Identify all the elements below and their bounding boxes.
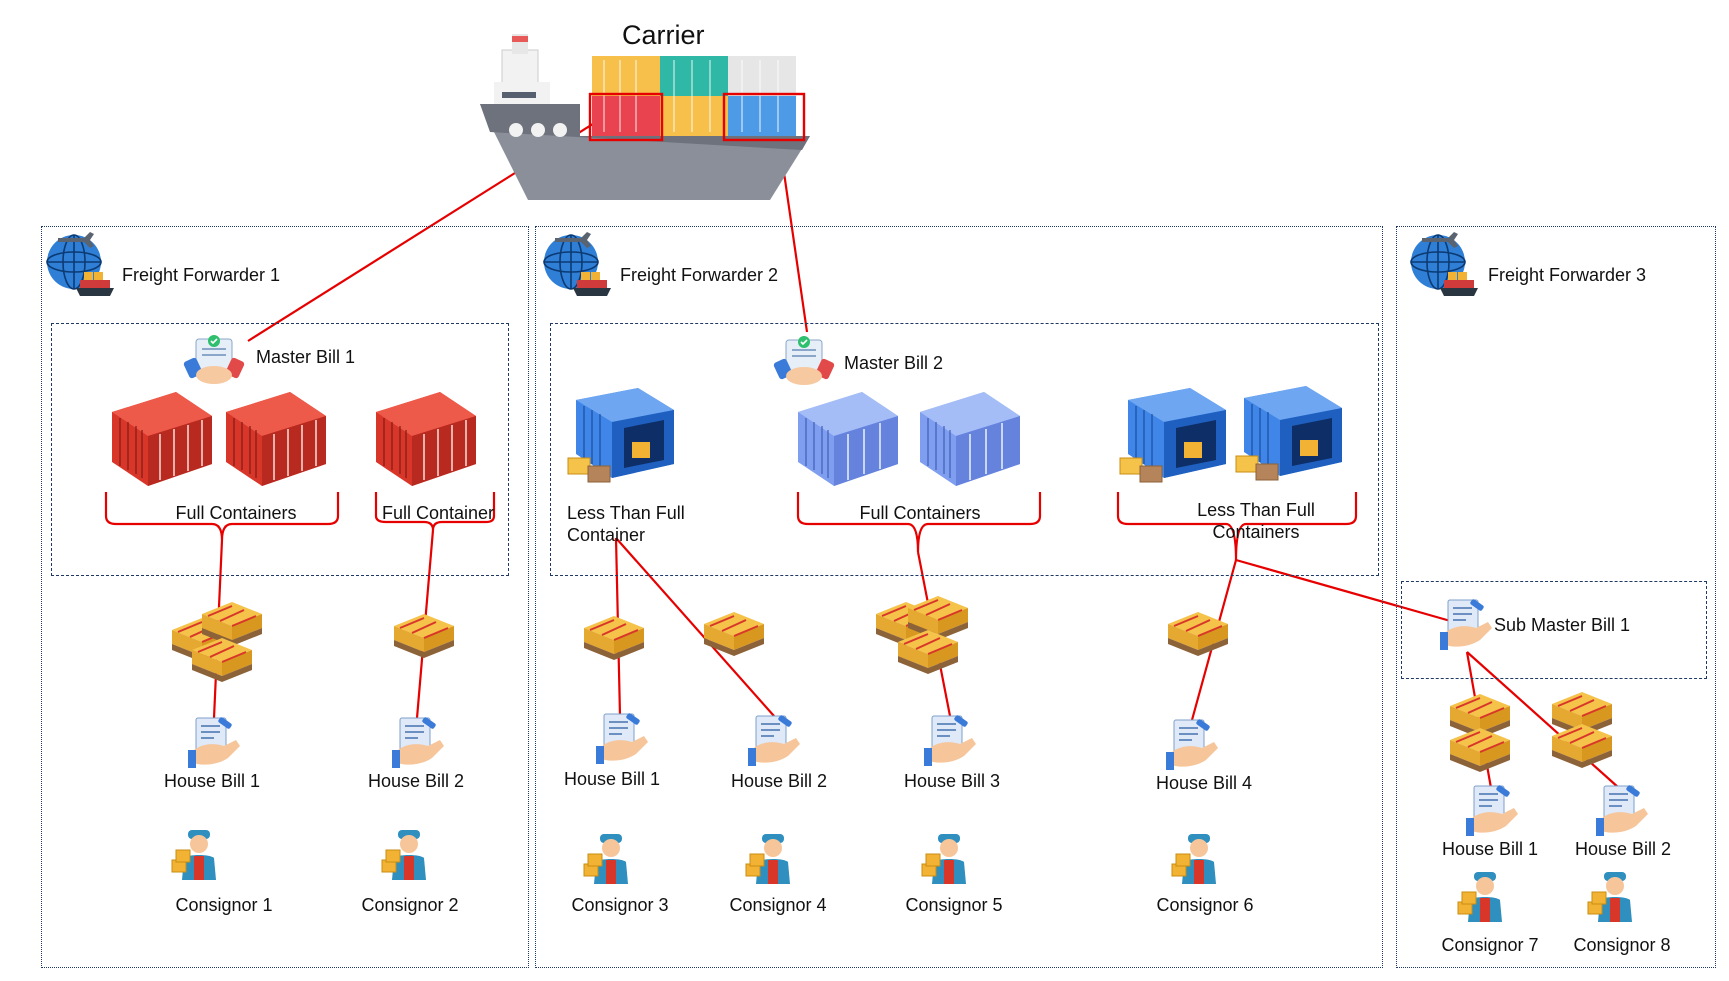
- fw2-lcl-container-icon: [1235, 385, 1343, 481]
- fw1-full-container-label: Full Container: [381, 503, 495, 523]
- fw3-sub-master-bill-group: [1401, 581, 1707, 679]
- freight-forwarder-1-icon: [46, 231, 115, 297]
- fw2-master-bill-group: [550, 323, 1379, 576]
- house-bill-icon: [595, 711, 649, 765]
- fw2-less-than-full-containers-label: Less Than Full Containers: [1197, 500, 1315, 542]
- freight-forwarder-2-icon: [543, 231, 612, 297]
- fw2-lcl-container-icon: [567, 387, 675, 483]
- house-bill-icon: [1595, 783, 1649, 837]
- fw2-pallet-icon: [583, 615, 645, 661]
- fw2-pallet-icon: [1167, 611, 1229, 657]
- freight-forwarder-1-title: Freight Forwarder 1: [122, 265, 281, 285]
- house-bill-icon: [1465, 783, 1519, 837]
- freight-forwarder-3-panel: [1396, 226, 1716, 968]
- fw1-full-container-icon: [225, 391, 327, 487]
- consignor-8-label: Consignor 8: [1573, 935, 1671, 955]
- brace-fw1-full-containers: [104, 492, 340, 541]
- consignor-icon: [583, 833, 629, 885]
- consignor-5-label: Consignor 5: [905, 895, 1003, 915]
- brace-fw2-lcl-containers: [1116, 492, 1358, 561]
- sub-master-bill-icon: [1439, 597, 1493, 651]
- master-bill-1-icon: [181, 334, 247, 385]
- consignor-2-label: Consignor 2: [361, 895, 459, 915]
- fw3-pallet-icon: [1449, 727, 1511, 773]
- fw2-lcl-container-icon: [1119, 387, 1227, 483]
- selected-container-red-highlight: [588, 92, 664, 142]
- ship-containers: [592, 56, 796, 136]
- carrier-title: Carrier: [622, 20, 705, 50]
- consignor-3-label: Consignor 3: [571, 895, 669, 915]
- house-bill-icon: [1165, 717, 1219, 771]
- fw1-full-containers-label: Full Containers: [175, 503, 297, 523]
- consignor-icon: [1171, 833, 1217, 885]
- master-bill-2-icon: [771, 335, 837, 386]
- house-bill-icon: [391, 715, 445, 769]
- carrier-ship-icon: [480, 34, 810, 200]
- master-bill-1-label: Master Bill 1: [256, 347, 356, 367]
- freight-forwarder-3-icon: [1410, 231, 1479, 297]
- fw2-full-containers-label: Full Containers: [859, 503, 981, 523]
- consignor-icon: [171, 829, 217, 881]
- house-bill-icon: [747, 713, 801, 767]
- freight-forwarder-3-title: Freight Forwarder 3: [1488, 265, 1647, 285]
- fw2-full-container-icon: [797, 391, 899, 487]
- consignor-icon: [745, 833, 791, 885]
- consignor-6-label: Consignor 6: [1156, 895, 1254, 915]
- link-fw2-lcl-sub-master-bill: [1235, 558, 1455, 624]
- consignor-1-label: Consignor 1: [175, 895, 273, 915]
- fw2-pallet-icon: [703, 611, 765, 657]
- link-sub-master-house-bill-2: [1466, 651, 1620, 789]
- consignor-icon: [381, 829, 427, 881]
- sub-master-bill-1-label: Sub Master Bill 1: [1494, 615, 1631, 635]
- consignor-icon: [921, 833, 967, 885]
- master-bill-2-label: Master Bill 2: [844, 353, 944, 373]
- house-bill-icon: [923, 713, 977, 767]
- fw2-less-than-full-container-label: Less Than Full Container: [567, 503, 685, 545]
- fw1-single-full-container-icon: [375, 391, 477, 487]
- freight-forwarder-1-panel: [41, 226, 529, 968]
- consignor-icon: [1457, 871, 1503, 923]
- fw1-house-bill-1-label: House Bill 1: [163, 771, 261, 791]
- brace-fw2-full-containers: [796, 492, 1042, 553]
- fw3-pallet-icon: [1551, 723, 1613, 769]
- fw2-house-bill-4-label: House Bill 4: [1155, 773, 1253, 793]
- fw2-house-bill-1-label: House Bill 1: [563, 769, 661, 789]
- consignor-7-label: Consignor 7: [1441, 935, 1539, 955]
- fw1-house-bill-2-label: House Bill 2: [367, 771, 465, 791]
- freight-forwarder-2-title: Freight Forwarder 2: [620, 265, 779, 285]
- house-bill-icon: [187, 715, 241, 769]
- fw1-pallet-icon: [393, 613, 455, 659]
- brace-fw1-full-container: [374, 492, 496, 531]
- consignor-icon: [1587, 871, 1633, 923]
- fw2-house-bill-2-label: House Bill 2: [730, 771, 828, 791]
- group-braces: [104, 492, 1358, 561]
- fw1-master-bill-group: [51, 323, 509, 576]
- consignor-4-label: Consignor 4: [729, 895, 827, 915]
- link-fw2-lcl-house-bill-2: [615, 537, 775, 717]
- fw3-house-bill-2-label: House Bill 2: [1574, 839, 1672, 859]
- fw1-full-container-icon: [111, 391, 213, 487]
- selected-container-blue-highlight: [722, 92, 806, 142]
- fw2-house-bill-3-label: House Bill 3: [903, 771, 1001, 791]
- fw3-house-bill-1-label: House Bill 1: [1441, 839, 1539, 859]
- freight-forwarder-2-panel: [535, 226, 1383, 968]
- fw2-full-container-icon: [919, 391, 1021, 487]
